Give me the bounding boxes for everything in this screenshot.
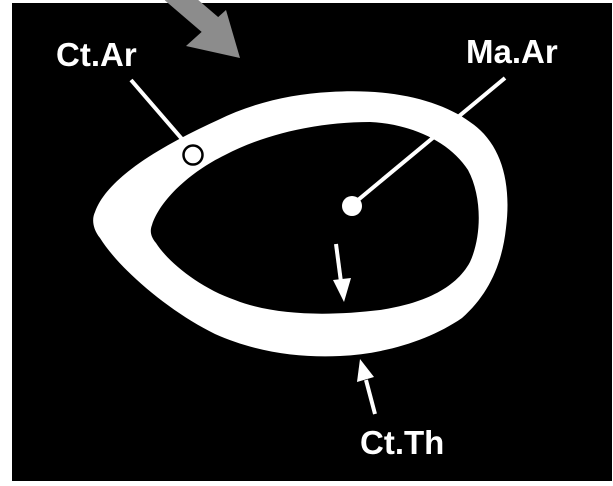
marrow-area-label: Ma.Ar [466,33,558,70]
cortical-thickness-label: Ct.Th [360,424,444,461]
cortical-area-label: Ct.Ar [56,36,137,73]
